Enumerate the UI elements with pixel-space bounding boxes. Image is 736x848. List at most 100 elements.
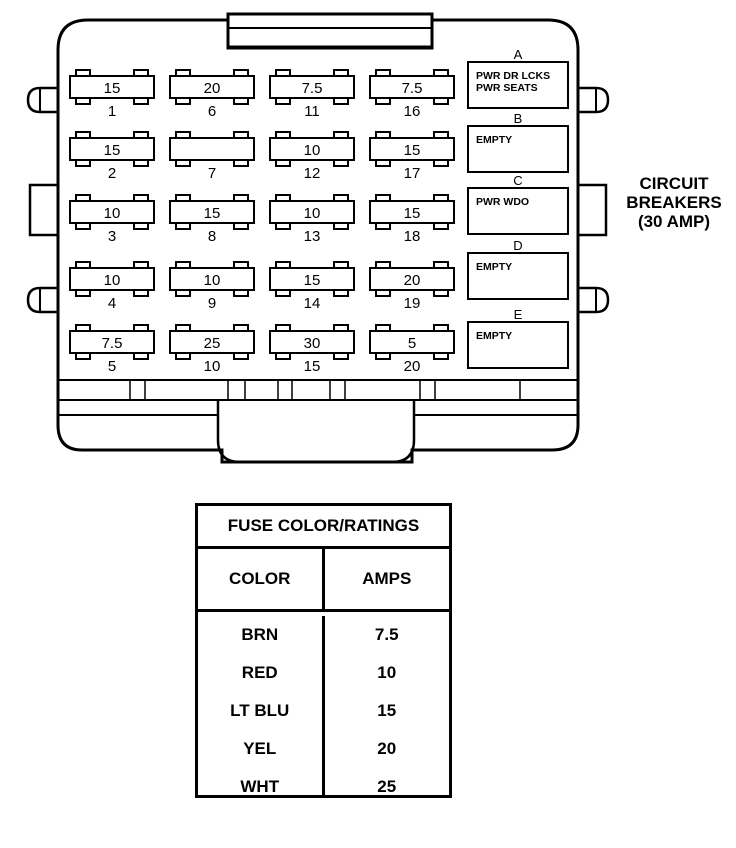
- fuse-number-label: 20: [404, 358, 421, 375]
- fuse-terminal: [275, 352, 291, 360]
- fuse-terminal: [175, 261, 191, 269]
- fuse-terminal: [375, 352, 391, 360]
- fuse-terminal: [75, 69, 91, 77]
- fuse-terminal: [233, 324, 249, 332]
- fuse-terminal: [133, 289, 149, 297]
- fuse-terminal: [333, 289, 349, 297]
- fuse-terminal: [433, 222, 449, 230]
- fuse-rating-label: 10: [304, 142, 321, 159]
- fuse-20: 520: [369, 324, 455, 375]
- table-row-color: YEL: [243, 739, 277, 758]
- cb-title-line-3: (30 AMP): [637, 212, 711, 231]
- fuse-terminal: [275, 159, 291, 167]
- fuse-body: [169, 75, 255, 99]
- fuse-body: [69, 75, 155, 99]
- breaker-letter: C: [513, 173, 522, 188]
- fuse-body: [69, 267, 155, 291]
- fuse-terminal: [333, 352, 349, 360]
- fuse-number-label: 9: [208, 295, 216, 312]
- fuse-terminal: [75, 131, 91, 139]
- fuse-terminal: [75, 222, 91, 230]
- fuse-terminal: [175, 159, 191, 167]
- fuse-terminal: [175, 222, 191, 230]
- fuse-terminal: [375, 324, 391, 332]
- fuse-rating-label: 30: [304, 335, 321, 352]
- fuse-terminal: [333, 222, 349, 230]
- fuse-rating-label: 25: [204, 335, 221, 352]
- fuse-body: [369, 330, 455, 354]
- fuse-terminal: [333, 159, 349, 167]
- fuse-body: [69, 330, 155, 354]
- fuse-number-label: 12: [304, 165, 321, 182]
- table-row-amps: 25: [377, 777, 397, 796]
- breaker-body: [467, 252, 569, 300]
- fuse-terminal: [133, 69, 149, 77]
- fuse-terminal: [433, 194, 449, 202]
- fuse-rating-label: 15: [304, 272, 321, 289]
- fuse-number-label: 1: [108, 103, 116, 120]
- table-row-color: RED: [241, 663, 278, 682]
- table-row-amps: 20: [377, 739, 397, 758]
- table-row-amps: 10: [377, 663, 397, 682]
- fuse-terminal: [233, 352, 249, 360]
- fuse-number-label: 19: [404, 295, 421, 312]
- circuit-breakers-title: CIRCUIT BREAKERS (30 AMP): [612, 174, 736, 231]
- fuse-body: [169, 330, 255, 354]
- breaker-label: PWR SEATS: [476, 82, 538, 94]
- fuse-terminal: [175, 194, 191, 202]
- breaker-label: EMPTY: [476, 134, 512, 146]
- fuse-rating-label: 15: [104, 142, 121, 159]
- fuse-rating-label: 7.5: [402, 80, 423, 97]
- breaker-letter: E: [514, 307, 523, 322]
- bottom-tab: [216, 400, 416, 464]
- fuse-terminal: [133, 194, 149, 202]
- fuse-terminal: [233, 222, 249, 230]
- breaker-letter: A: [514, 47, 523, 62]
- cb-title-line-2: BREAKERS: [626, 193, 722, 212]
- breaker-label: EMPTY: [476, 330, 512, 342]
- fuse-terminal: [333, 97, 349, 105]
- fuse-terminal: [375, 261, 391, 269]
- right-ear-top: [578, 86, 610, 114]
- fuse-rating-label: 7.5: [302, 80, 323, 97]
- fuse-body: [69, 200, 155, 224]
- header-amps: AMPS: [362, 569, 412, 588]
- fuse-5: 7.55: [69, 324, 155, 375]
- fuse-rating-label: 10: [104, 272, 121, 289]
- fuse-terminal: [233, 159, 249, 167]
- fuse-terminal: [333, 261, 349, 269]
- fuse-terminal: [175, 131, 191, 139]
- fuse-terminal: [333, 131, 349, 139]
- fuse-block-housing: [56, 18, 580, 464]
- header-color: COLOR: [198, 549, 325, 609]
- fuse-rating-label: 15: [404, 142, 421, 159]
- breaker-body: [467, 187, 569, 235]
- ratings-title: FUSE COLOR/RATINGS: [198, 506, 449, 549]
- amps-column: 7.5 10 15 20 25: [325, 616, 450, 797]
- fuse-terminal: [75, 352, 91, 360]
- fuse-body: [269, 200, 355, 224]
- fuse-4: 104: [69, 261, 155, 312]
- right-ear-bottom: [578, 286, 610, 314]
- fuse-number-label: 18: [404, 228, 421, 245]
- fuse-number-label: 4: [108, 295, 116, 312]
- fuse-rating-label: 10: [204, 272, 221, 289]
- breaker-body: [467, 321, 569, 369]
- fuse-number-label: 2: [108, 165, 116, 182]
- fuse-terminal: [75, 261, 91, 269]
- fuse-terminal: [233, 69, 249, 77]
- fuse-terminal: [275, 222, 291, 230]
- fuse-terminal: [175, 289, 191, 297]
- table-row-color: WHT: [240, 777, 280, 796]
- fuse-terminal: [375, 289, 391, 297]
- fuse-body: [69, 137, 155, 161]
- fuse-terminal: [175, 352, 191, 360]
- fuse-terminal: [133, 324, 149, 332]
- fuse-rating-label: 20: [404, 272, 421, 289]
